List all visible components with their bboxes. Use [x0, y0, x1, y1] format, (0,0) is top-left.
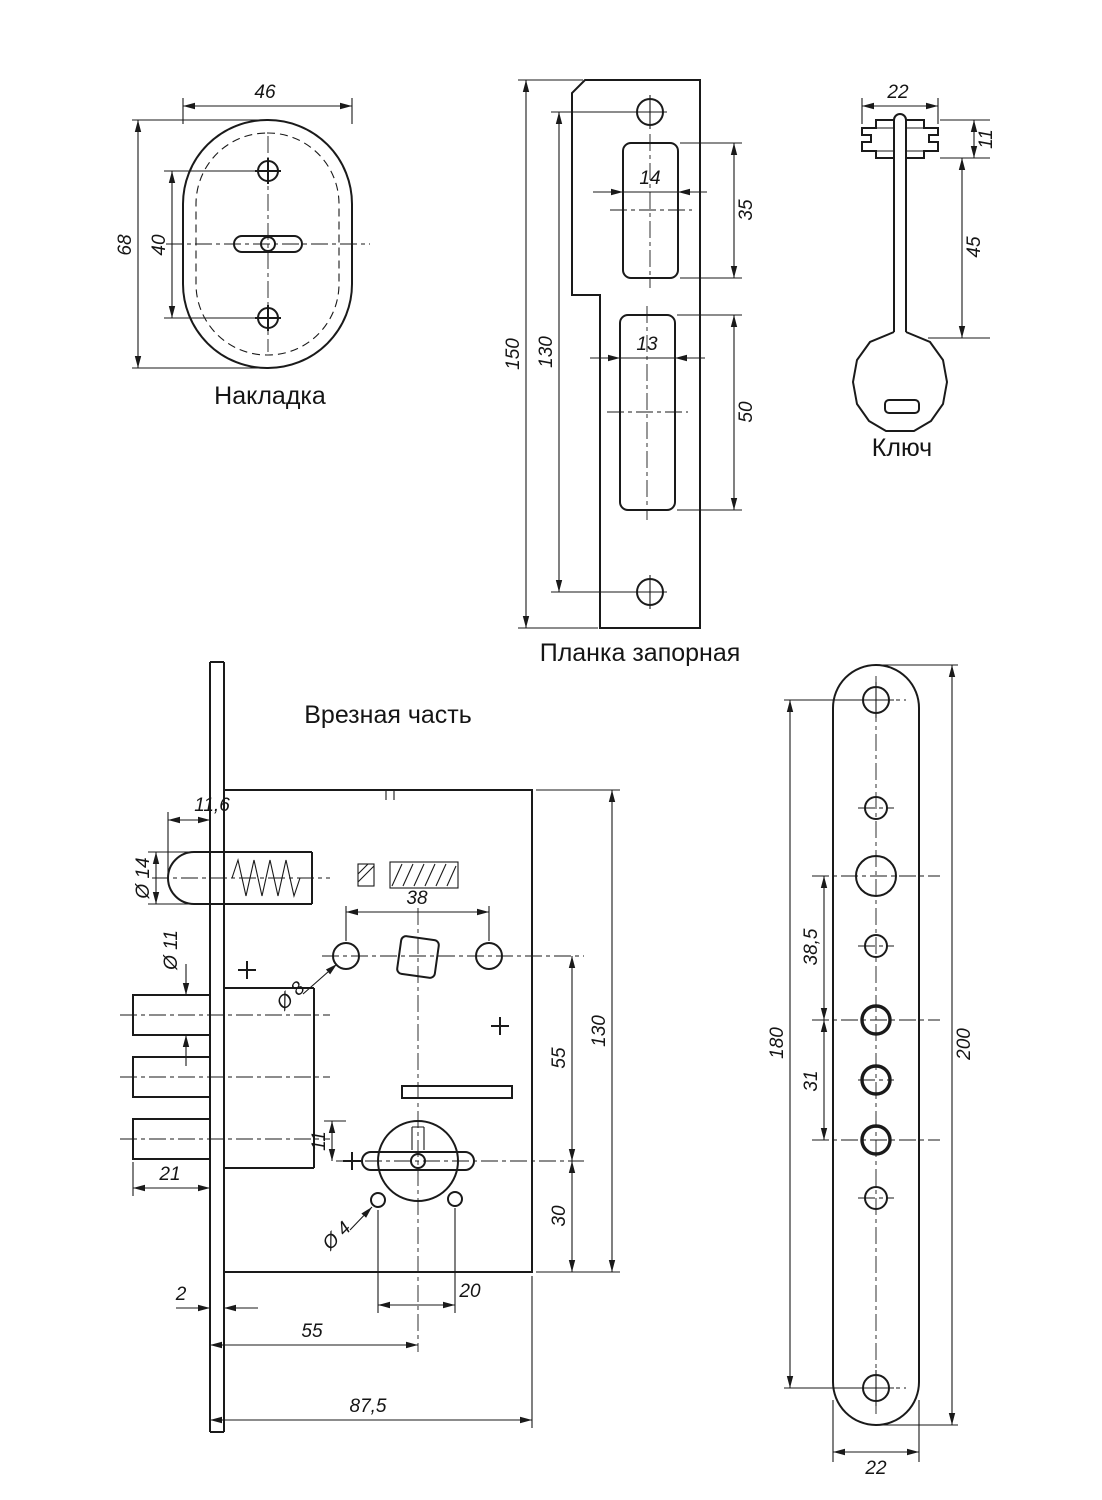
strike-dim-height: 150 — [503, 79, 598, 629]
dim-face-385: 38,5 — [801, 928, 822, 965]
faceplate-screw-bottom — [858, 1370, 894, 1406]
dim-mort-pin-len: 21 — [158, 1164, 180, 1185]
dim-mort-height: 130 — [589, 1015, 610, 1047]
escutcheon-dim-holes: 40 — [149, 170, 256, 319]
spring-block-small — [357, 863, 375, 887]
key-view: 22 11 45 Ключ — [851, 82, 997, 462]
dim-esc-height: 68 — [115, 234, 136, 256]
spring-block-large — [389, 861, 459, 889]
escutcheon-dim-height: 68 — [115, 119, 262, 369]
dim-backset: 55 — [210, 1321, 418, 1349]
dim-mort-backset: 55 — [301, 1321, 323, 1342]
dim-strike-holes: 130 — [536, 336, 557, 368]
dim-strike-height: 150 — [503, 338, 524, 370]
dim-esc-holes: 40 — [149, 234, 170, 256]
mortise-title: Врезная часть — [304, 701, 472, 729]
dim-key-width: 22 — [886, 82, 909, 103]
dim-latch-diameter: Ø 14 — [133, 851, 196, 905]
dim-body-height: 130 — [536, 789, 620, 1273]
dim-face-width: 22 — [864, 1458, 887, 1479]
dim-hub-span: 38 — [345, 888, 490, 941]
strike-dim-cut1h: 35 — [680, 142, 757, 279]
strike-dim-holes: 130 — [536, 111, 635, 593]
dim-key-bit: 11 — [976, 129, 997, 149]
hole-4mm-right — [447, 1191, 463, 1207]
mortise-centerlines — [120, 877, 584, 1352]
dim-pin-diameter: Ø 11 — [161, 930, 190, 1066]
dim-mort-pin-d: Ø 11 — [161, 930, 182, 971]
dim-span-20: 20 — [377, 1208, 481, 1313]
dim-screw-spacing: 180 — [767, 699, 852, 1389]
dim-length-200: 200 — [882, 664, 975, 1426]
dim-face-length: 200 — [954, 1028, 975, 1061]
escutcheon-screw-bottom — [255, 305, 281, 331]
dim-strike-cut2w: 13 — [636, 334, 658, 355]
dim-mort-span20: 20 — [458, 1281, 481, 1302]
key-title: Ключ — [872, 434, 932, 462]
dim-38-5: 38,5 — [801, 876, 828, 1020]
strike-latch-cutout — [622, 142, 679, 279]
faceplate-holes — [855, 796, 897, 1210]
escutcheon-view: 46 68 40 Накладка — [115, 82, 370, 410]
dim-key-shaft: 45 — [964, 236, 985, 258]
strike-centerlines — [607, 134, 692, 520]
dim-face-screws: 180 — [767, 1027, 788, 1059]
dim-mort-off11: 11 — [309, 1131, 330, 1151]
strike-plate-view: 14 35 13 50 130 150 Планка запорна — [503, 79, 757, 667]
dim-mort-protrusion: 11,6 — [194, 795, 230, 816]
body-slot — [401, 1085, 513, 1099]
dim-offset-11: 11 — [309, 1120, 346, 1161]
strike-dim-cut2w: 13 — [590, 334, 705, 362]
dim-31: 31 — [801, 1020, 828, 1140]
key-dim-shaft: 45 — [928, 158, 990, 339]
dim-strike-cut1h: 35 — [736, 199, 757, 221]
strike-dim-cut1w: 14 — [593, 168, 707, 196]
faceplate-outline — [832, 664, 920, 1426]
faceplate-view: 180 38,5 31 200 22 — [767, 664, 975, 1479]
key-dim-width: 22 — [861, 82, 939, 124]
strike-bolt-cutout — [619, 314, 676, 511]
escutcheon-title: Накладка — [214, 382, 326, 410]
escutcheon-screw-top — [255, 158, 281, 184]
dim-mort-key-bottom: 30 — [549, 1205, 570, 1227]
dim-plate-thickness: 2 — [175, 1284, 258, 1312]
keyhole-slot — [233, 235, 303, 253]
dim-key-to-bottom: 30 — [549, 1161, 576, 1272]
key-bow — [851, 331, 949, 432]
dim-mort-latch-d: Ø 14 — [133, 857, 154, 899]
strike-dim-cut2h: 50 — [677, 314, 757, 511]
mortise-view: Врезная часть — [120, 661, 620, 1433]
hole-4mm-left — [370, 1192, 386, 1208]
dim-latch-protrusion: 11,6 — [167, 795, 230, 874]
dim-esc-width: 46 — [254, 82, 276, 103]
dim-body-depth: 87,5 — [210, 1276, 533, 1428]
faceplate-screw-top — [858, 682, 894, 718]
key-bit — [861, 119, 939, 159]
strike-title: Планка запорная — [540, 639, 741, 667]
strike-outline — [571, 79, 701, 629]
dim-pin-length: 21 — [132, 1162, 210, 1196]
dim-mort-plate-t: 2 — [175, 1284, 187, 1305]
dim-mort-depth: 87,5 — [350, 1396, 387, 1417]
dim-width-22: 22 — [832, 1400, 920, 1479]
strike-screw-bottom — [633, 575, 667, 609]
dim-mort-hub-key: 55 — [549, 1047, 570, 1069]
dim-strike-cut2h: 50 — [736, 401, 757, 423]
strike-screw-top — [633, 95, 667, 129]
dim-hub-to-key: 55 — [549, 956, 576, 1161]
key-shaft — [893, 113, 907, 332]
dim-face-31: 31 — [801, 1070, 822, 1091]
dim-mort-span38: 38 — [406, 888, 428, 909]
body-top-notch — [385, 790, 395, 800]
dim-strike-cut1w: 14 — [639, 168, 660, 189]
